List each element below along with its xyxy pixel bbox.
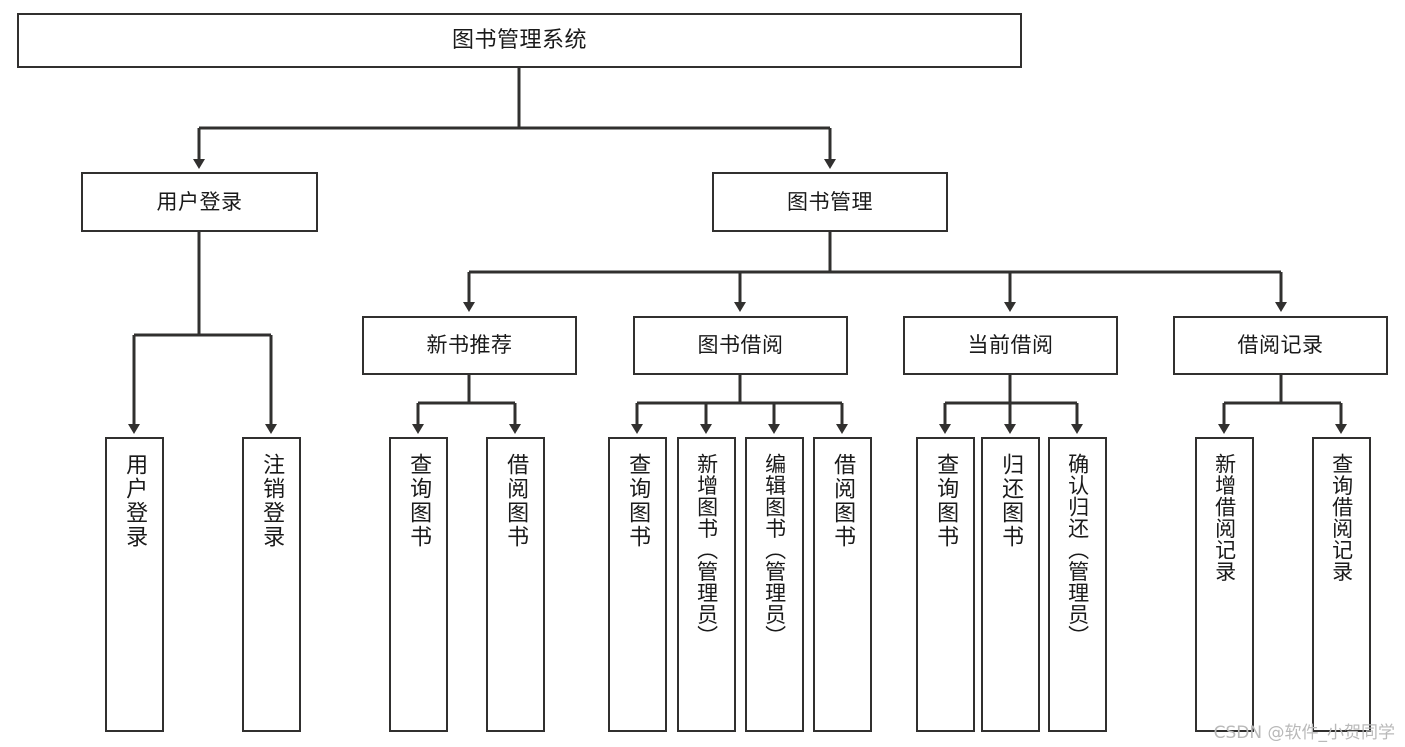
node-label: 新增借阅记录 — [1212, 453, 1237, 582]
node-label: 图书借阅 — [697, 333, 784, 358]
node-label: 查询图书 — [625, 453, 651, 549]
node-label: 查询借阅记录 — [1329, 453, 1354, 582]
node-leaf-query-book-2[interactable]: 查询图书 — [608, 437, 667, 732]
node-book-manage[interactable]: 图书管理 — [712, 172, 948, 232]
node-label: 借阅记录 — [1237, 333, 1324, 358]
node-label: 借阅图书 — [830, 453, 856, 549]
node-leaf-return-book[interactable]: 归还图书 — [981, 437, 1040, 732]
node-label: 注销登录 — [259, 453, 285, 549]
node-label: 新书推荐 — [426, 333, 513, 358]
node-new-book-recommend[interactable]: 新书推荐 — [362, 316, 577, 375]
node-book-borrow[interactable]: 图书借阅 — [633, 316, 848, 375]
node-label: 用户登录 — [156, 189, 243, 214]
node-label: 借阅图书 — [503, 453, 529, 549]
node-current-borrow[interactable]: 当前借阅 — [903, 316, 1118, 375]
node-leaf-user-login[interactable]: 用户登录 — [105, 437, 164, 732]
node-label: 查询图书 — [933, 453, 959, 549]
node-leaf-query-book-3[interactable]: 查询图书 — [916, 437, 975, 732]
node-leaf-borrow-book-2[interactable]: 借阅图书 — [813, 437, 872, 732]
node-leaf-add-record[interactable]: 新增借阅记录 — [1195, 437, 1254, 732]
node-borrow-record[interactable]: 借阅记录 — [1173, 316, 1388, 375]
node-label: 图书管理系统 — [451, 27, 587, 53]
watermark-text: CSDN @软件_小贺同学 — [1213, 723, 1395, 743]
node-leaf-borrow-book-1[interactable]: 借阅图书 — [486, 437, 545, 732]
node-label: 归还图书 — [998, 453, 1024, 549]
node-label: 查询图书 — [406, 453, 432, 549]
node-root-system[interactable]: 图书管理系统 — [17, 13, 1022, 68]
node-label: 确认归还（管理员） — [1065, 453, 1090, 647]
node-label: 当前借阅 — [967, 333, 1054, 358]
node-label: 用户登录 — [122, 453, 148, 549]
node-leaf-logout[interactable]: 注销登录 — [242, 437, 301, 732]
node-leaf-confirm-return[interactable]: 确认归还（管理员） — [1048, 437, 1107, 732]
node-label: 新增图书（管理员） — [694, 453, 719, 647]
node-leaf-query-record[interactable]: 查询借阅记录 — [1312, 437, 1371, 732]
node-label: 图书管理 — [787, 189, 873, 214]
node-user-login[interactable]: 用户登录 — [81, 172, 318, 232]
node-leaf-add-book[interactable]: 新增图书（管理员） — [677, 437, 736, 732]
node-leaf-query-book-1[interactable]: 查询图书 — [389, 437, 448, 732]
node-label: 编辑图书（管理员） — [762, 453, 787, 647]
node-leaf-edit-book[interactable]: 编辑图书（管理员） — [745, 437, 804, 732]
